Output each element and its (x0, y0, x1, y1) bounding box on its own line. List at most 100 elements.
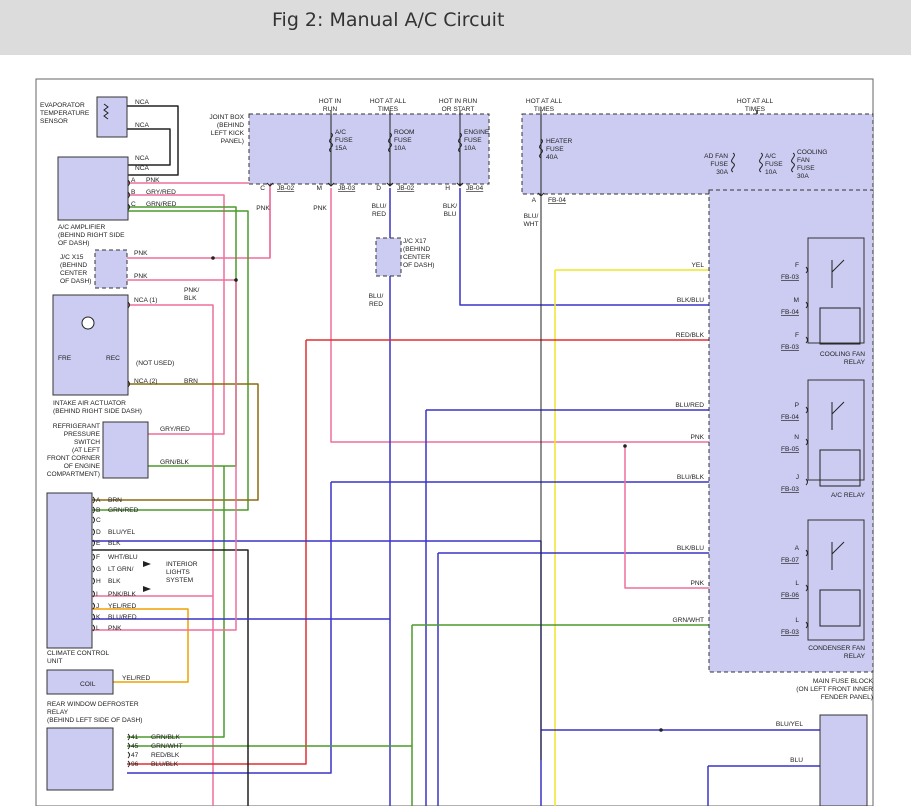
lower-wire-label: GRN/WHT (151, 743, 183, 750)
relay-pin-label: M (794, 297, 800, 304)
fb-heater-id-label: FB-04 (548, 197, 566, 204)
hot-run-start-label-line: HOT IN RUN (439, 98, 478, 105)
relay-pin-label: F (795, 262, 799, 269)
hot-all-label-line: HOT AT ALL (737, 98, 774, 105)
lower-pin-mark (127, 760, 130, 768)
joint-box-label-line: LEFT KICK (211, 130, 245, 137)
amp-pin-mark (127, 203, 130, 211)
climate-wire-label: GRN/RED (108, 507, 139, 514)
fb-heater-pin-label: A (532, 197, 537, 204)
wire-blk-cc (92, 549, 249, 806)
splice-dot (659, 728, 663, 732)
room-fuse-label-line: FUSE (394, 137, 412, 144)
pressure-switch-label-line: COMPARTMENT) (47, 471, 100, 478)
hot-run-label-line: RUN (323, 106, 338, 113)
ac-fuse-label-line: 15A (335, 145, 347, 152)
vwire-label-line: WHT (523, 221, 538, 228)
jc-x15-label-line: J/C X15 (60, 254, 84, 261)
ac-mfb-fuse-label-line: FUSE (765, 161, 783, 168)
hot-all-label-line: TIMES (534, 106, 555, 113)
ac-fuse-label-line: A/C (335, 129, 346, 136)
climate-pin-label: F (96, 554, 100, 561)
relay-pin-mark (805, 301, 808, 309)
wire-pnk-m (330, 188, 860, 443)
evap-sensor-label-line: EVAPORATOR (40, 102, 85, 109)
adfan-fuse-label-line: AD FAN (704, 153, 728, 160)
climate-wire-label: BLU/RED (108, 614, 137, 621)
motor-icon (81, 316, 95, 330)
lower-wire-label: GRN/BLK (151, 734, 181, 741)
climate-pin-mark (92, 528, 95, 536)
ac-amplifier-box (57, 156, 129, 221)
splice-dot (623, 444, 627, 448)
climate-pin-mark (92, 613, 95, 621)
not-used-label: (NOT USED) (136, 360, 174, 367)
ac-fuse-icon (329, 132, 333, 153)
amp-pin-label: C (131, 201, 136, 208)
relay-coil (819, 307, 861, 345)
relay-id-label: FB-03 (781, 274, 799, 281)
engine-fuse-label-line: 10A (464, 145, 476, 152)
climate-label-line: UNIT (47, 658, 62, 665)
cooling-fan-relay-label-line: COOLING FAN (820, 351, 865, 358)
evap-sensor-label-line: TEMPERATURE (40, 110, 90, 117)
vwire-label-line: BLU/ (524, 213, 539, 220)
pressure-switch-label-line: SWITCH (74, 439, 100, 446)
relay-wire-color: PNK (690, 580, 704, 587)
sensor-pin-label: NCA (135, 155, 150, 162)
room-fuse-label-line: ROOM (394, 129, 415, 136)
climate-pin-mark (92, 565, 95, 573)
relay-contact (831, 401, 845, 415)
intake-label-line: INTAKE AIR ACTUATOR (53, 400, 126, 407)
cooling-fan-relay-box (807, 237, 865, 344)
component-layer (46, 96, 874, 806)
relay-pin-label: L (795, 617, 799, 624)
defroster-label-line: REAR WINDOW DEFROSTER (47, 701, 139, 708)
lower-pin-mark (127, 751, 130, 759)
relay-wire-color: BLK/BLU (677, 545, 704, 552)
climate-control-box (46, 492, 93, 649)
relay-id-label: FB-04 (781, 414, 799, 421)
relay-wire-color: YEL (692, 262, 705, 269)
jc-x17-label-line: CENTER (403, 254, 430, 261)
pressure-switch-label-line: (AT LEFT (72, 447, 100, 454)
relay-wire-color: GRN/WHT (673, 617, 705, 624)
ac-fuse-label-line: FUSE (335, 137, 353, 144)
hot-run-label-line: HOT IN (319, 98, 341, 105)
relay-pin-label: J (796, 474, 799, 481)
ac-mfb-fuse-label-line: A/C (765, 153, 776, 160)
switch-wire-label: GRN/BLK (160, 459, 190, 466)
relay-wire-color: BLK/BLU (677, 297, 704, 304)
adfan-fuse-label-line: FUSE (710, 161, 728, 168)
vwire-label-line: RED (372, 211, 386, 218)
splice-dot (234, 278, 238, 282)
joint-box (248, 113, 490, 185)
interior-lights-label-line: LIGHTS (166, 569, 190, 576)
heater-fuse-label-line: 40A (546, 154, 558, 161)
amp-pin-label: B (131, 189, 136, 196)
climate-pin-mark (92, 602, 95, 610)
relay-pin-mark (805, 584, 808, 592)
jc-x15-label-line: OF DASH) (60, 278, 92, 285)
relay-pin-label: F (795, 332, 799, 339)
adfan-fuse-label-line: 30A (716, 169, 728, 176)
pressure-switch-label-line: PRESSURE (64, 431, 101, 438)
defroster-label-line: (BEHIND LEFT SIDE OF DASH) (47, 717, 143, 724)
jc-x17-label-line: J/C X17 (403, 238, 427, 245)
climate-pin-mark (92, 590, 95, 598)
vwire-label-line: BLU/ (372, 203, 387, 210)
intake-label-line: (BEHIND RIGHT SIDE DASH) (53, 408, 142, 415)
relay-id-label: FB-05 (781, 446, 799, 453)
heater-fuse-label-line: HEATER (546, 138, 572, 145)
connector-pin (537, 192, 545, 197)
climate-pin-label: G (96, 566, 101, 573)
arrow-icon (143, 561, 151, 567)
climate-wire-label: WHT/BLU (108, 554, 138, 561)
room-fuse-icon (388, 132, 392, 153)
hot-all-label-line: TIMES (745, 106, 766, 113)
main-fuse-block-upper (521, 113, 874, 195)
climate-wire-label: BRN (108, 497, 122, 504)
climate-pin-mark (92, 496, 95, 504)
cooling-fan-relay-label-line: RELAY (844, 359, 866, 366)
jb-id-label: JB-04 (466, 185, 484, 192)
